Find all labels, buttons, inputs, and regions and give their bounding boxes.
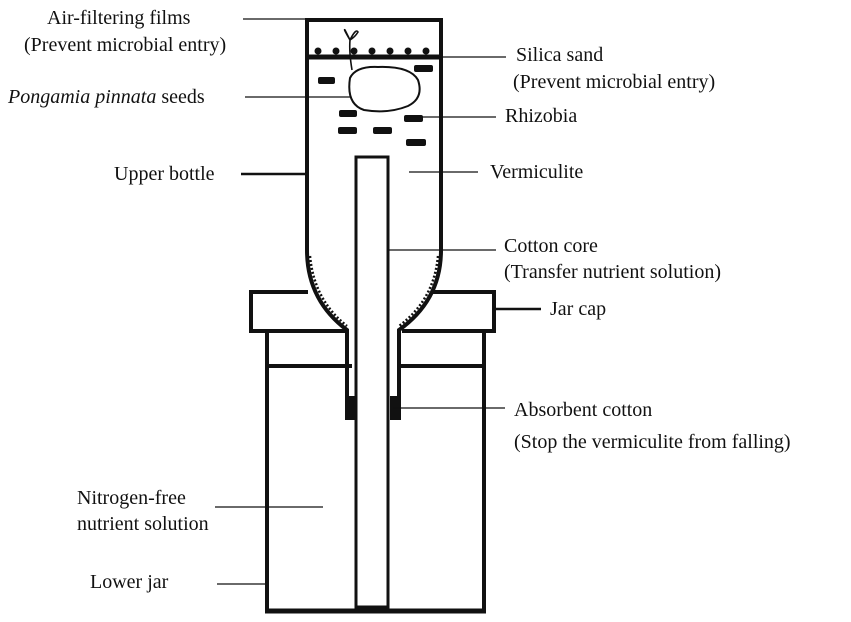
upper-bottle — [305, 18, 443, 420]
label-jar-cap: Jar cap — [550, 298, 607, 320]
label-vermiculite: Vermiculite — [490, 161, 584, 183]
seed-icon — [348, 65, 421, 113]
label-upper-bottle: Upper bottle — [114, 163, 215, 185]
leader-lines — [215, 18, 541, 585]
label-nutrient-solution-line1: Nitrogen-free — [77, 487, 186, 509]
label-seeds: Pongamia pinnata seeds — [8, 85, 205, 109]
label-silica-sand-note: (Prevent microbial entry) — [513, 71, 716, 93]
label-rhizobia: Rhizobia — [505, 105, 578, 127]
label-nutrient-solution-line2: nutrient solution — [77, 513, 209, 535]
air-filtering-film — [314, 47, 430, 55]
label-silica-sand-title: Silica sand — [516, 44, 604, 66]
label-absorbent-cotton-title: Absorbent cotton — [514, 399, 653, 421]
label-air-filter-title: Air-filtering films — [47, 7, 191, 29]
label-air-filter-note: (Prevent microbial entry) — [24, 34, 227, 56]
label-absorbent-cotton-note: (Stop the vermiculite from falling) — [514, 431, 791, 453]
seedling-sprout — [343, 28, 359, 71]
lower-jar — [265, 330, 486, 614]
rhizobia-marks — [318, 65, 433, 146]
label-cotton-core-note: (Transfer nutrient solution) — [504, 261, 722, 283]
label-seeds-suffix: seeds — [156, 86, 205, 108]
label-cotton-core-title: Cotton core — [504, 235, 598, 257]
cotton-core — [354, 155, 390, 609]
label-lower-jar: Lower jar — [90, 571, 169, 593]
label-seeds-species: Pongamia pinnata — [8, 86, 157, 108]
jar-cap — [249, 290, 496, 333]
